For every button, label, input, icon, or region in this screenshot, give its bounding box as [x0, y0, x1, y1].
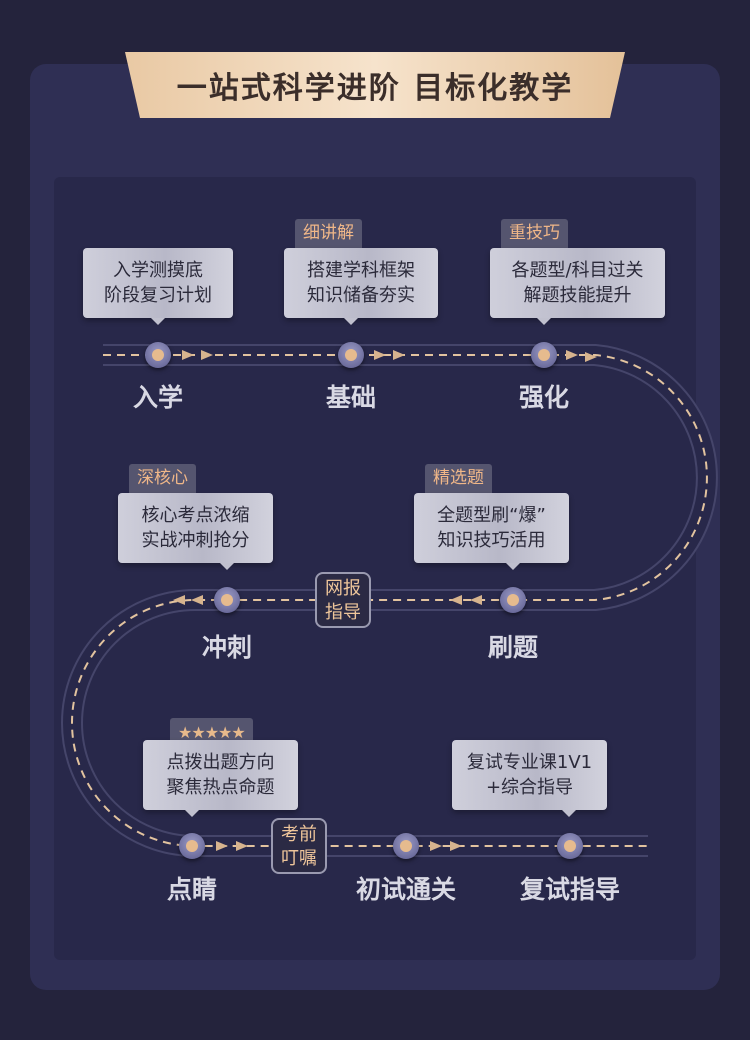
node-enroll: [145, 342, 171, 368]
node-retest: [557, 833, 583, 859]
stage-label: 冲刺: [201, 633, 253, 662]
tag-pre-exam-tips: 考前叮嘱: [271, 818, 327, 874]
badge-basic: 细讲解: [295, 219, 362, 248]
badge-sprint: 深核心: [129, 464, 196, 493]
badge-practice: 精选题: [425, 464, 492, 493]
stage-desc-basic: 搭建学科框架知识储备夯实: [284, 248, 438, 325]
stage-label: 强化: [518, 383, 570, 412]
node-pass-exam: [393, 833, 419, 859]
node-basic: [338, 342, 364, 368]
node-sprint: [214, 587, 240, 613]
stage-desc-finalize: 点拨出题方向聚焦热点命题: [143, 740, 298, 817]
stage-desc-strengthen: 各题型/科目过关解题技能提升: [490, 248, 665, 325]
stage-desc-enroll: 入学测摸底阶段复习计划: [83, 248, 233, 325]
node-strengthen: [531, 342, 557, 368]
stage-desc-practice: 全题型刷“爆”知识技巧活用: [414, 493, 569, 570]
arrow-icons: [173, 350, 597, 851]
node-practice: [500, 587, 526, 613]
stage-label: 入学: [132, 383, 184, 412]
stage-label: 基础: [325, 383, 377, 412]
title-banner: 一站式科学进阶 目标化教学: [125, 52, 625, 118]
node-finalize: [179, 833, 205, 859]
badge-strengthen: 重技巧: [501, 219, 568, 248]
stage-desc-sprint: 核心考点浓缩实战冲刺抢分: [118, 493, 273, 570]
stage-desc-retest: 复试专业课1V1+综合指导: [452, 740, 607, 817]
stage-label: 复试指导: [519, 875, 621, 904]
stage-label: 刷题: [487, 633, 539, 662]
stage-label: 初试通关: [355, 875, 457, 904]
page-title: 一站式科学进阶 目标化教学: [176, 71, 574, 106]
tag-registration-guide: 网报指导: [315, 572, 371, 628]
stage-label: 点睛: [166, 875, 218, 904]
